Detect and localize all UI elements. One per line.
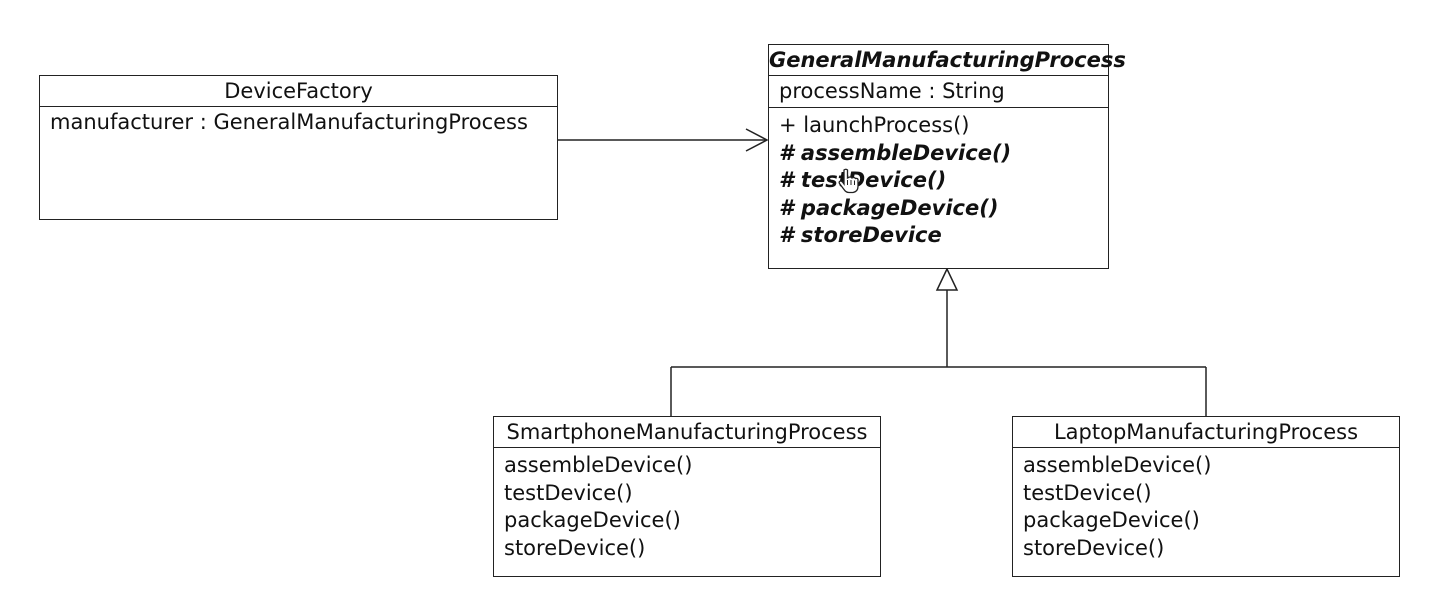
operation-list: + launchProcess() # assembleDevice() # t…	[769, 108, 1108, 252]
operation-assemble-device: # assembleDevice()	[779, 140, 1012, 165]
operation-store-device: storeDevice()	[1023, 535, 1165, 560]
association-arrowhead	[745, 128, 769, 152]
operation-store-device: # storeDevice	[779, 223, 942, 247]
operation-list: assembleDevice() testDevice() packageDev…	[494, 448, 880, 564]
operation-test-device: testDevice()	[504, 480, 633, 505]
operation-package-device: # packageDevice()	[779, 195, 999, 220]
generalization-triangle	[935, 267, 959, 291]
operation-assemble-device: assembleDevice()	[504, 453, 693, 477]
class-name: GeneralManufacturingProcess	[769, 45, 1126, 76]
class-smartphone-manufacturing-process[interactable]: SmartphoneManufacturingProcess assembleD…	[493, 416, 881, 577]
class-name: SmartphoneManufacturingProcess	[494, 417, 880, 448]
class-laptop-manufacturing-process[interactable]: LaptopManufacturingProcess assembleDevic…	[1012, 416, 1400, 577]
class-name: LaptopManufacturingProcess	[1013, 417, 1399, 448]
operation-package-device: packageDevice()	[1023, 508, 1200, 532]
operation-test-device: # testDevice()	[779, 168, 947, 192]
attribute-process-name: processName : String	[779, 79, 1005, 103]
operation-assemble-device: assembleDevice()	[1023, 453, 1212, 477]
attribute-list: processName : String	[769, 76, 1108, 108]
class-general-manufacturing-process[interactable]: GeneralManufacturingProcess processName …	[768, 44, 1126, 269]
operation-test-device: testDevice()	[1023, 480, 1152, 505]
attribute-manufacturer: manufacturer : GeneralManufacturingProce…	[50, 110, 528, 134]
operation-launch-process: + launchProcess()	[779, 113, 970, 137]
hand-pointer-icon	[838, 168, 859, 194]
class-device-factory[interactable]: DeviceFactory manufacturer : GeneralManu…	[39, 75, 558, 220]
operation-package-device: packageDevice()	[504, 508, 681, 532]
operation-list: assembleDevice() testDevice() packageDev…	[1013, 448, 1399, 564]
operation-store-device: storeDevice()	[504, 535, 646, 560]
attribute-list: manufacturer : GeneralManufacturingProce…	[40, 107, 557, 138]
class-name: DeviceFactory	[40, 76, 557, 107]
